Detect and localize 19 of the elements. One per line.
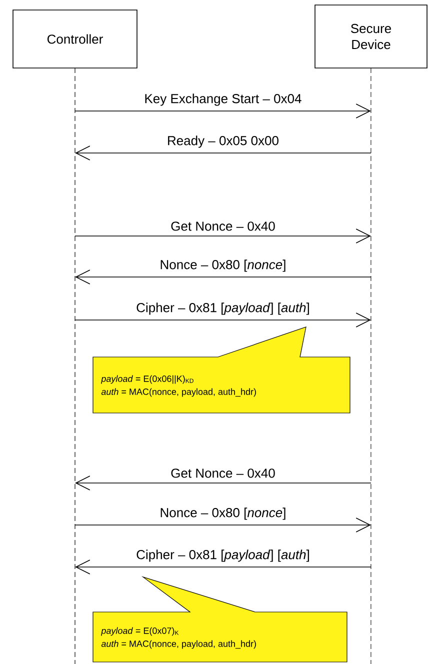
message-arrow: [74, 104, 371, 118]
message-arrow: [75, 146, 372, 160]
edge-label: Nonce – 0x80 [nonce]: [160, 508, 286, 520]
message-arrow: [74, 312, 371, 328]
callout-note: payload = E(0x06||K)$_{KD}$ auth = MAC(nonce, payload, auth_hdr): [92, 326, 350, 414]
edge-label: Cipher – 0x81 [payload] [auth]: [136, 302, 309, 315]
participant-lifeline: Secure Device: [314, 4, 428, 664]
message-arrow: [74, 518, 371, 532]
edge-label: Ready – 0x05 0x00: [168, 136, 278, 148]
message-arrow: [75, 476, 372, 490]
edge-label: Get Nonce – 0x40: [171, 468, 275, 478]
callout-note: payload = E(0x07)$_{K}$ auth = MAC(nonce, payload, auth_hdr): [92, 576, 348, 662]
message-arrow: [75, 270, 372, 284]
edge-label: Cipher – 0x81 [payload] [auth]: [136, 550, 309, 562]
edge-label: Key Exchange Start – 0x04: [145, 94, 302, 106]
message-arrow: [74, 228, 371, 244]
edge-label: Nonce – 0x80 [nonce]: [160, 260, 286, 272]
message-arrow: [75, 560, 372, 574]
edge-label: Get Nonce – 0x40: [171, 222, 275, 231]
